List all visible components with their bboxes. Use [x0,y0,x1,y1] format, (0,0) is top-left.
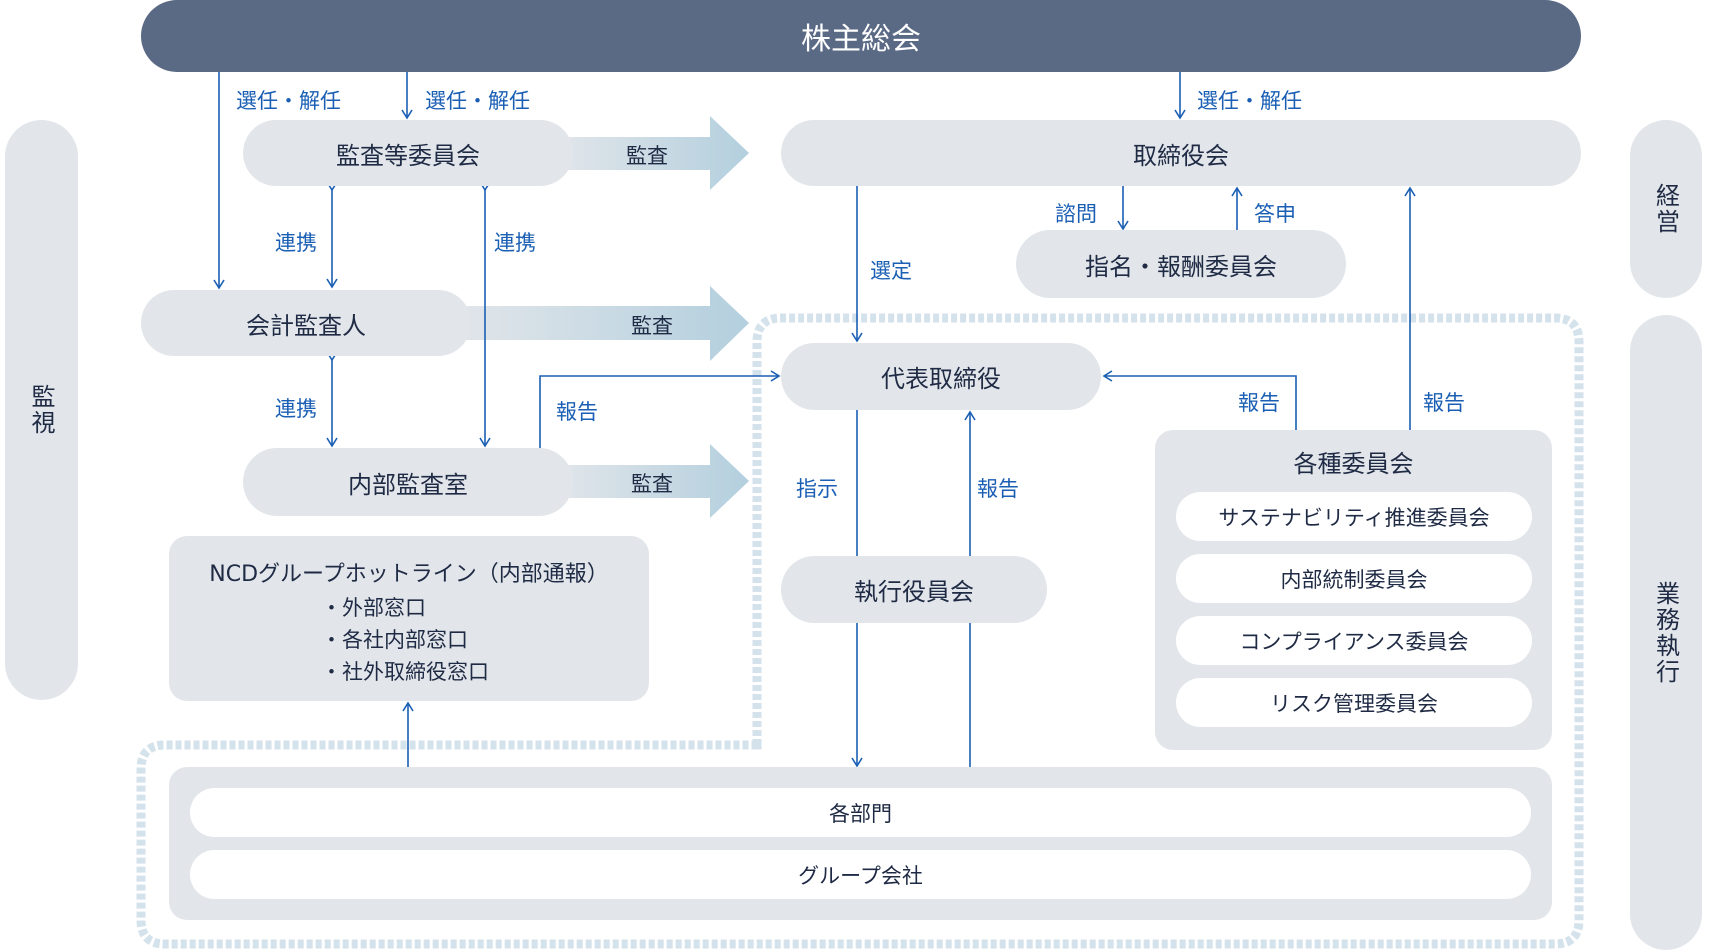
report-label: 報告 [977,477,1019,501]
hotline-item: ・各社内部窓口 [321,628,468,652]
committee-item: 内部統制委員会 [1176,554,1532,603]
shareholders-meeting: 株主総会 [141,0,1581,72]
board-node: 取締役会 [781,120,1581,186]
connector-report-committees [1102,370,1297,430]
consult-label: 諮問 [1055,202,1097,226]
committee-item: コンプライアンス委員会 [1176,616,1532,665]
appoint-label: 選任・解任 [236,89,341,113]
monitoring-label: 監視 [27,384,55,436]
audit-arrow-2 [453,286,749,361]
accounting-auditor-label: 会計監査人 [246,311,366,340]
internal-audit-label: 内部監査室 [348,470,468,499]
representative-director-label: 代表取締役 [881,365,1001,393]
monitoring-band: 監視 [5,120,78,700]
committees-title: 各種委員会 [1293,450,1414,478]
execution-band: 業務執行 [1630,315,1702,950]
select-label: 選定 [870,259,912,283]
audit-committee-node: 監査等委員会 [243,120,573,186]
management-label: 経営 [1651,183,1680,235]
committee-item: リスク管理委員会 [1176,678,1532,727]
hotline-box: NCDグループホットライン（内部通報） ・外部窓口 ・各社内部窓口 ・社外取締役… [169,536,649,701]
report-label: 報告 [556,400,598,424]
operations-box: 各部門 グループ会社 [169,767,1552,920]
audit-committee-label: 監査等委員会 [336,141,480,170]
instruct-label: 指示 [796,477,838,501]
report-label: 報告 [1423,391,1465,415]
audit-arrow-3 [555,444,749,518]
executive-officers-node: 執行役員会 [781,556,1047,623]
shareholders-meeting-label: 株主総会 [801,22,921,57]
internal-audit-node: 内部監査室 [243,448,573,516]
accounting-auditor-node: 会計監査人 [141,290,471,356]
report-label: 報告 [1238,391,1280,415]
nomination-committee-node: 指名・報酬委員会 [1016,230,1346,298]
nomination-committee-label: 指名・報酬委員会 [1085,252,1277,281]
respond-label: 答申 [1254,202,1296,226]
management-band: 経営 [1630,120,1702,298]
group-companies-node: グループ会社 [190,850,1531,899]
board-label: 取締役会 [1133,141,1229,170]
audit-arrow-1 [555,116,749,190]
committee-item: サステナビリティ推進委員会 [1176,492,1532,541]
cooperation-label: 連携 [494,231,536,255]
committees-box: 各種委員会 サステナビリティ推進委員会 内部統制委員会 コンプライアンス委員会 … [1155,430,1552,750]
appoint-label: 選任・解任 [425,89,530,113]
hotline-title: NCDグループホットライン（内部通報） [209,562,609,587]
cooperation-label: 連携 [275,397,317,421]
appoint-label: 選任・解任 [1197,89,1302,113]
representative-director-node: 代表取締役 [781,343,1101,410]
cooperation-label: 連携 [275,231,317,255]
hotline-item: ・外部窓口 [321,596,426,620]
audit-label: 監査 [631,314,673,338]
hotline-item: ・社外取締役窓口 [321,660,489,684]
audit-label: 監査 [626,144,668,168]
connector-report-internal [539,370,781,448]
audit-label: 監査 [631,472,673,496]
execution-label: 業務執行 [1651,580,1680,685]
executive-officers-label: 執行役員会 [854,578,974,606]
departments-node: 各部門 [190,788,1531,837]
